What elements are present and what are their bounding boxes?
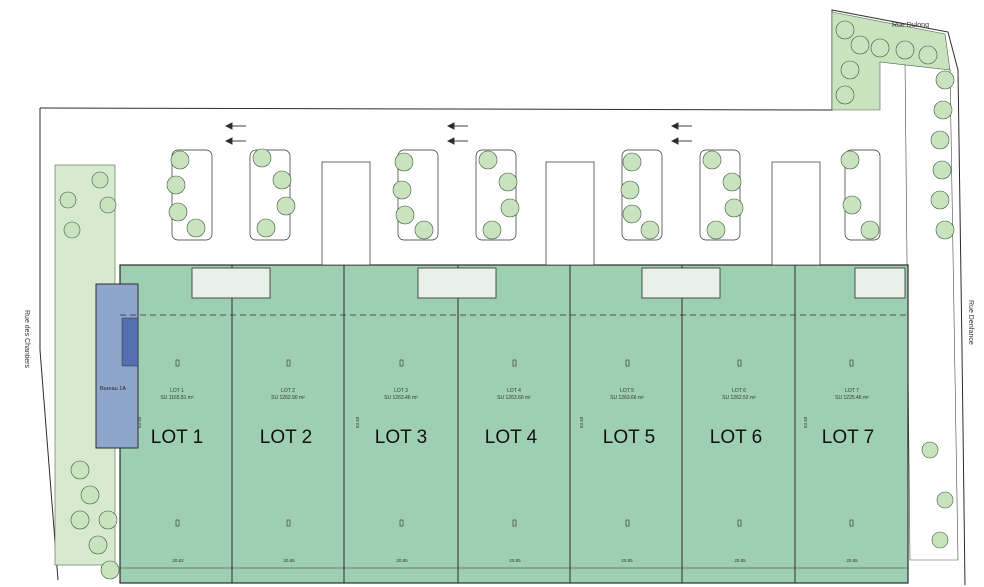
depth-dimension-3: 63.40 (579, 416, 584, 428)
width-dimension-6: 20.85 (734, 558, 746, 563)
width-dimension-3: 20.85 (396, 558, 408, 563)
width-dimension-2: 20.85 (283, 558, 295, 563)
trees (59, 20, 955, 580)
street-label-east: Rue Denfance (967, 300, 974, 345)
width-dimension-4: 20.85 (509, 558, 521, 563)
office-label: Bureau 1A (100, 386, 126, 392)
lot-4-label: LOT 4 (484, 427, 538, 448)
depth-dimension-1: 63.40 (137, 416, 142, 428)
lot-6-label: LOT 6 (709, 427, 763, 448)
width-dimension-5: 20.85 (621, 558, 633, 563)
street-label-north: Rue Dulong (892, 22, 929, 29)
traffic-arrows (224, 122, 692, 145)
east-green-strip (904, 59, 959, 561)
loading-bays (321, 161, 821, 266)
width-dimension-1: 20.62 (172, 558, 184, 563)
lot-1-label: LOT 1 (150, 427, 204, 448)
lot-5-label: LOT 5 (602, 427, 656, 448)
lot-dividers (231, 265, 796, 583)
lot-3-label: LOT 3 (374, 427, 428, 448)
depth-dimension-2: 63.40 (355, 416, 360, 428)
lot-7-label: LOT 7 (821, 427, 875, 448)
door-marks (175, 359, 854, 527)
entrance-modules (191, 267, 906, 299)
width-dimension-7: 20.65 (846, 558, 858, 563)
depth-dimension-4: 63.40 (803, 416, 808, 428)
street-label-west: Rue des Chantiers (23, 310, 30, 368)
lot-2-label: LOT 2 (259, 427, 313, 448)
warehouse-block (119, 264, 909, 584)
